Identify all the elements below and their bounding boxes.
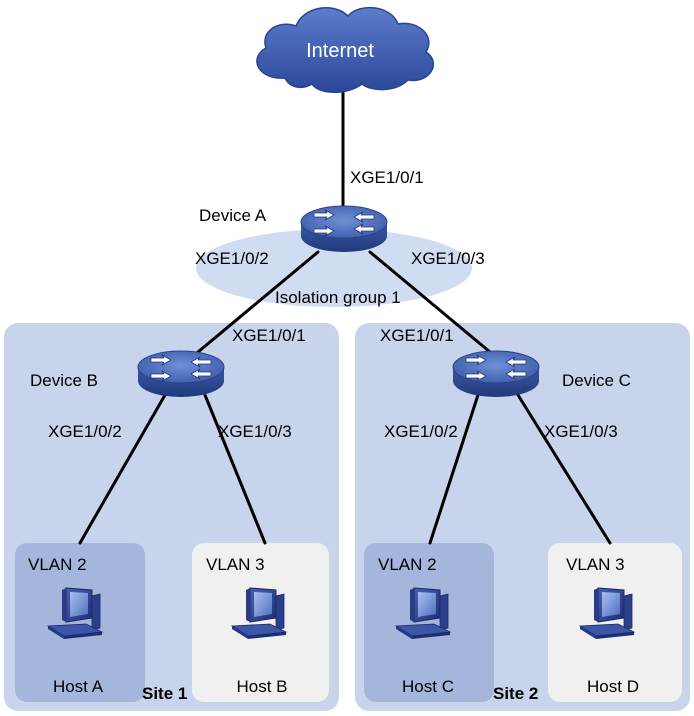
link-device-a-device-b	[184, 250, 320, 364]
site1-vlan2-label: VLAN 2	[28, 555, 87, 574]
device-a-port-right: XGE1/0/3	[411, 249, 485, 268]
device-a-port-left: XGE1/0/2	[195, 249, 269, 268]
isolation-group-area	[196, 229, 472, 307]
link-device-c-host-c	[428, 393, 480, 545]
device-b-label: Device B	[30, 371, 98, 390]
device-a-label: Device A	[199, 206, 267, 225]
site2-vlan3-label: VLAN 3	[566, 555, 625, 574]
host-b-label: Host B	[236, 677, 287, 696]
site1-vlan3-label: VLAN 3	[206, 555, 265, 574]
device-c-port-right: XGE1/0/3	[544, 422, 618, 441]
site2-vlan3-box	[548, 543, 682, 702]
device-c-label: Device C	[562, 371, 631, 390]
site1-vlan3-box	[192, 543, 329, 702]
isolation-group-label: Isolation group 1	[275, 288, 401, 307]
device-b-port-left: XGE1/0/2	[48, 422, 122, 441]
device-c-port-left: XGE1/0/2	[384, 422, 458, 441]
internet-label: Internet	[306, 40, 374, 62]
site1-vlan2-box	[15, 543, 145, 702]
host-c-label: Host C	[402, 677, 454, 696]
device-b-port-up: XGE1/0/1	[232, 326, 306, 345]
site2-vlan2-label: VLAN 2	[378, 555, 437, 574]
site1-label: Site 1	[142, 684, 187, 703]
internet-cloud-icon	[256, 6, 435, 93]
host-a-label: Host A	[53, 677, 104, 696]
link-device-b-host-a	[78, 393, 167, 545]
link-device-c-host-d	[516, 393, 612, 545]
device-a-port-up: XGE1/0/1	[350, 168, 424, 187]
host-d-label: Host D	[587, 677, 639, 696]
device-a-switch-icon	[300, 205, 388, 253]
link-device-b-host-b	[203, 393, 267, 545]
site2-vlan2-box	[364, 543, 494, 702]
device-c-port-up: XGE1/0/1	[380, 326, 454, 345]
device-b-port-right: XGE1/0/3	[218, 422, 292, 441]
device-b-switch-icon	[137, 350, 225, 398]
device-c-switch-icon	[452, 350, 540, 398]
site2-label: Site 2	[493, 684, 538, 703]
link-device-a-device-c	[368, 250, 504, 364]
